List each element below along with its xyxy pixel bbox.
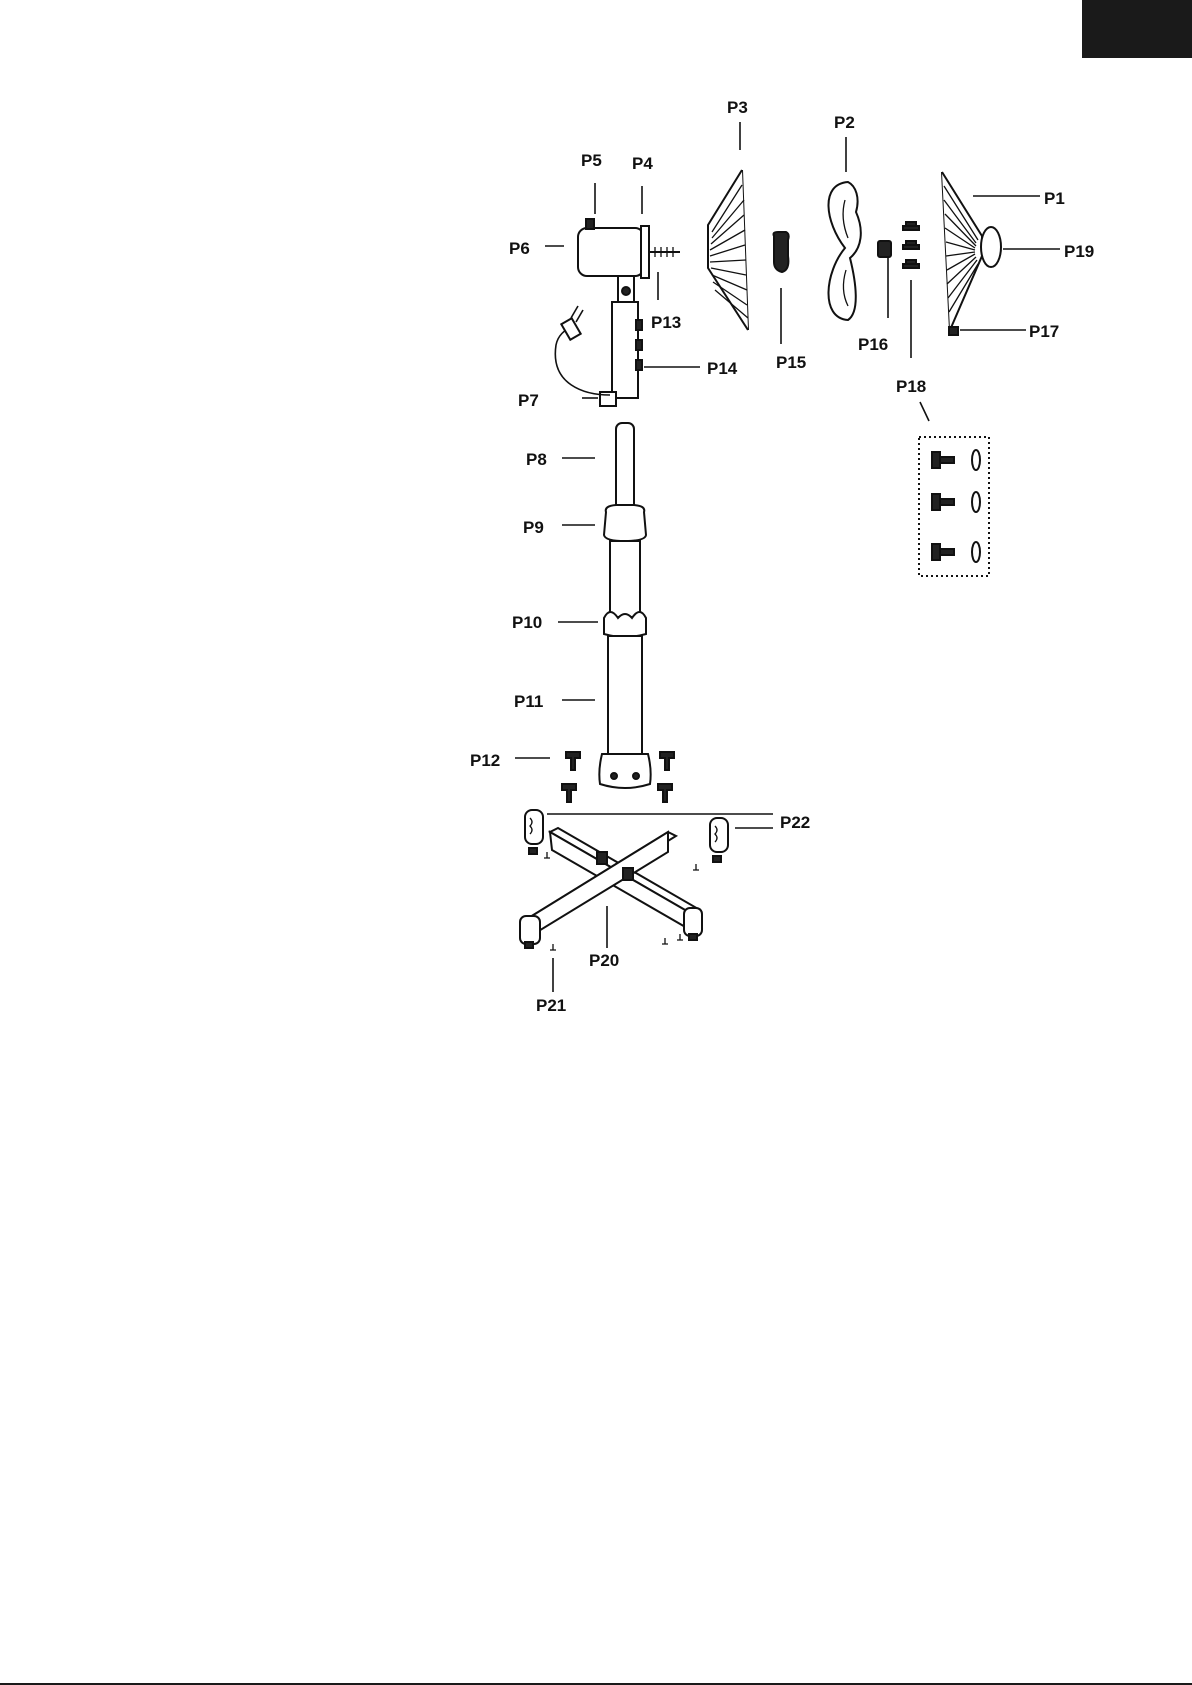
base-plate — [599, 754, 650, 788]
blade-cap — [878, 241, 891, 257]
grille-badge — [981, 227, 1001, 267]
label-p18: P18 — [896, 377, 926, 396]
label-p11: P11 — [514, 692, 543, 711]
label-p14: P14 — [707, 359, 738, 378]
switch-box — [600, 302, 642, 406]
label-p19: P19 — [1064, 242, 1094, 261]
label-p2: P2 — [834, 113, 855, 132]
label-p1: P1 — [1044, 189, 1065, 208]
spinner-nut — [774, 232, 789, 272]
middle-pole — [610, 541, 640, 617]
label-p12: P12 — [470, 751, 500, 770]
label-p3: P3 — [727, 98, 748, 117]
label-p4: P4 — [632, 154, 653, 173]
rear-grille — [708, 170, 748, 330]
label-p20: P20 — [589, 951, 619, 970]
lower-pole — [608, 636, 642, 754]
fan-blade — [828, 182, 860, 320]
motor-housing — [578, 219, 680, 302]
label-p17: P17 — [1029, 322, 1059, 341]
fan-exploded-diagram: P1 P2 P3 P4 P5 P6 P7 P8 P9 P10 P11 P12 P… — [0, 0, 1192, 1100]
label-p22: P22 — [780, 813, 810, 832]
screw-set-box — [919, 437, 989, 576]
grille-screws — [903, 222, 919, 268]
label-p9: P9 — [523, 518, 544, 537]
power-cord — [555, 306, 610, 395]
lock-knob — [604, 612, 646, 637]
label-p8: P8 — [526, 450, 547, 469]
height-collar — [604, 505, 646, 541]
label-p10: P10 — [512, 613, 542, 632]
label-p6: P6 — [509, 239, 530, 258]
label-p15: P15 — [776, 353, 806, 372]
label-p7: P7 — [518, 391, 539, 410]
grille-clip — [949, 327, 958, 335]
label-p13: P13 — [651, 313, 681, 332]
label-p5: P5 — [581, 151, 602, 170]
cross-base — [520, 828, 702, 944]
upper-pole — [616, 423, 634, 511]
label-p16: P16 — [858, 335, 888, 354]
label-p21: P21 — [536, 996, 566, 1015]
